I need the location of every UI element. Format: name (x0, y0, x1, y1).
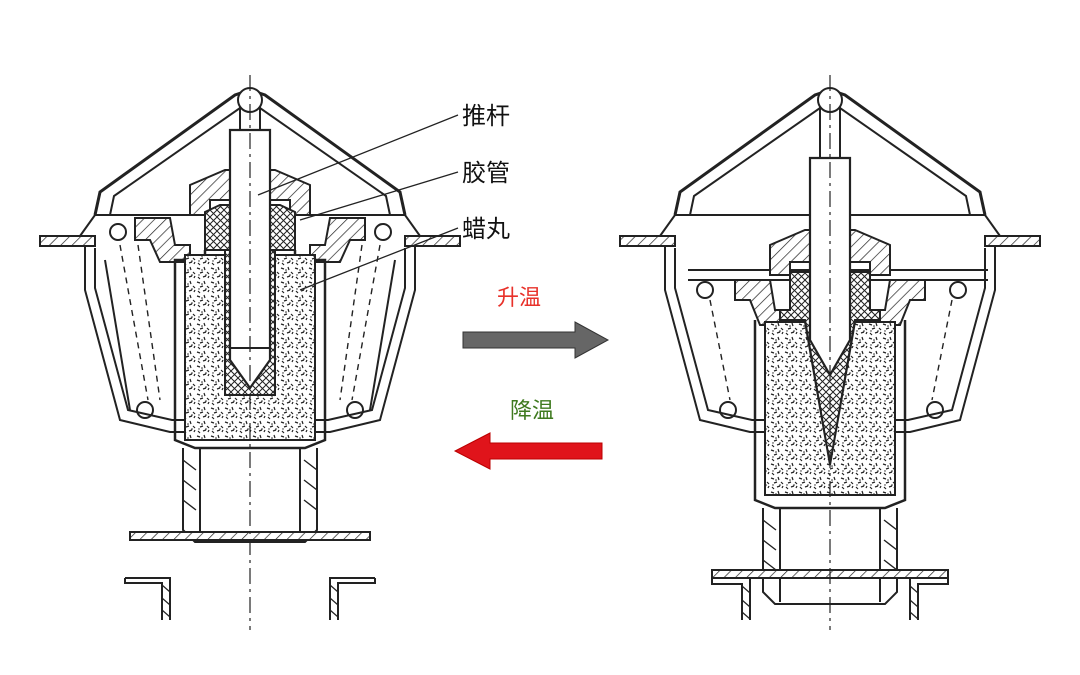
label-push-rod: 推杆 (462, 102, 510, 130)
leader-push-rod (257, 114, 459, 196)
push-rod (808, 156, 852, 378)
base-housing (124, 577, 171, 620)
label-wax-pellet: 蜡丸 (462, 215, 510, 243)
leader-wax-pellet (299, 227, 459, 291)
cooling-arrow (453, 432, 603, 470)
leader-rubber-tube (299, 171, 459, 221)
thermostat-closed (39, 75, 461, 630)
wax-cup (753, 320, 907, 510)
thermostat-open (619, 75, 1041, 630)
heating-arrow (462, 321, 610, 359)
valve-seat (134, 217, 191, 263)
heating-label: 升温 (497, 286, 541, 311)
label-rubber-tube: 胶管 (462, 159, 510, 187)
leader-lines (257, 114, 459, 291)
flange (39, 235, 96, 247)
base-housing (711, 577, 751, 620)
flange (619, 235, 676, 247)
cooling-label: 降温 (510, 399, 554, 424)
